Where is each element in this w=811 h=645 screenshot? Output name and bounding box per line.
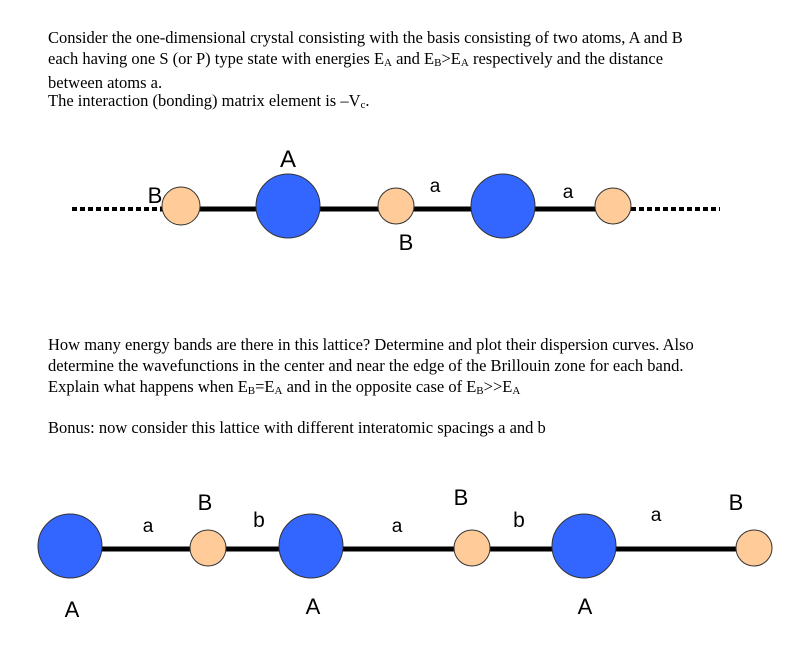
label-b: B [729,490,744,515]
atom-a [255,173,321,239]
label-spacing-a: a [430,176,441,197]
atom-a [278,513,344,579]
intro-line-3: between atoms a. [48,73,163,92]
label-spacing-a: a [651,505,662,526]
lattice-diagram-2: a B b a B b a B A A A [37,485,773,622]
subscript-b: B [434,57,442,69]
label-spacing-a: a [392,516,403,537]
label-spacing-b: b [253,509,265,532]
atom-b [189,529,227,567]
question-line-3c: and in the opposite case of E [282,377,477,396]
bonus-statement: Bonus: now consider this lattice with di… [48,418,546,437]
intro-line-2d: respectively and the distance [468,49,664,68]
label-b: B [454,485,469,510]
subscript-b-q2: B [476,385,484,397]
subscript-a: A [384,57,392,69]
problem-question: How many energy bands are there in this … [48,334,768,400]
label-a: A [578,594,593,619]
atom-a [37,513,103,579]
subscript-b-q1: B [247,385,256,397]
intro-line-2b: and E [391,49,435,68]
subscript-a-2: A [460,57,469,69]
label-b: B [198,490,213,515]
label-a: A [65,597,80,622]
interaction-period: . [365,91,370,110]
question-line-1: How many energy bands are there in this … [48,335,694,354]
label-b: B [399,230,414,255]
subscript-a-q2: A [512,385,521,397]
label-b: B [148,183,163,208]
atom-a [551,513,617,579]
atom-b [594,187,632,225]
label-a: A [280,146,296,173]
atom-b [161,186,201,226]
intro-line-2a: each having one S (or P) type state with… [48,49,385,68]
atom-b [453,529,491,567]
question-line-3a: Explain what happens when E [48,377,248,396]
question-line-3d: >>E [483,377,513,396]
label-spacing-a: a [143,516,154,537]
lattice-diagram-1: A B a B a [72,146,720,255]
question-line-3b: =E [255,377,275,396]
atom-b [735,529,773,567]
intro-line-1: Consider the one-dimensional crystal con… [48,28,683,47]
atom-a [470,173,536,239]
atom-b [377,187,415,225]
subscript-a-q1: A [274,385,283,397]
label-spacing-a: a [563,182,574,203]
label-spacing-b: b [513,509,525,532]
subscript-c: c [360,99,366,111]
intro-line-2c: >E [441,49,461,68]
question-line-2: determine the wavefunctions in the cente… [48,356,684,375]
problem-intro: Consider the one-dimensional crystal con… [48,27,768,93]
interaction-statement: The interaction (bonding) matrix element… [48,90,768,114]
interaction-text: The interaction (bonding) matrix element… [48,91,361,110]
label-a: A [306,594,321,619]
